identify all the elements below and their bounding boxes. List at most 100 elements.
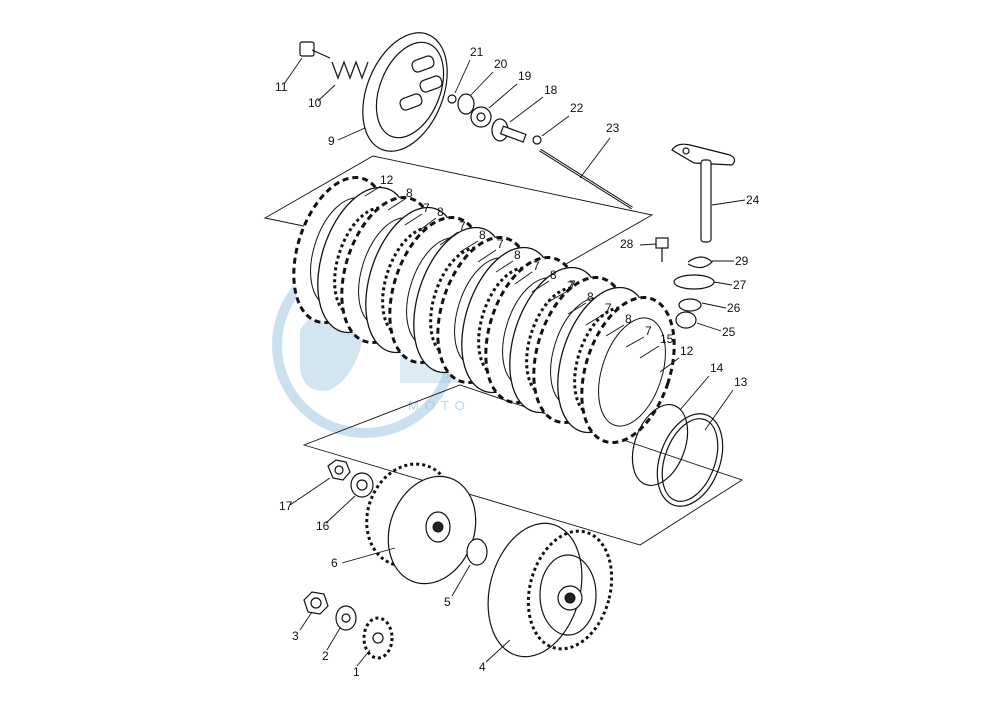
callout-c6: 6 — [331, 547, 396, 570]
clutch-housing-face — [539, 554, 597, 636]
clutch-spring-coil — [331, 60, 369, 80]
callout-label: 8 — [550, 268, 557, 282]
callout-label: 8 — [587, 290, 594, 304]
callout-leader-line — [326, 627, 341, 651]
lever-bolt — [655, 237, 669, 249]
callout-label: 11 — [275, 80, 288, 94]
primary-drive-gear — [362, 616, 394, 660]
callout-leader-line — [341, 547, 396, 564]
callout-c14: 14 — [679, 361, 724, 411]
pressure-plate-body — [362, 32, 448, 152]
callout-leader-line — [387, 198, 406, 211]
callout-label: 14 — [710, 361, 724, 375]
callout-label: 4 — [479, 660, 486, 674]
callout-c4: 4 — [479, 639, 511, 674]
callout-c2: 2 — [322, 627, 341, 663]
callout-label: 20 — [494, 57, 508, 71]
callout-c8f: 8 — [567, 290, 594, 315]
callout-leader-line — [547, 291, 567, 303]
circlip — [447, 94, 457, 104]
callout-leader-line — [317, 84, 336, 102]
callout-leader-line — [459, 240, 479, 253]
callout-c7a: 7 — [404, 201, 430, 226]
callout-label: 27 — [733, 278, 747, 292]
callout-label: 5 — [444, 595, 451, 609]
friction-plate — [580, 295, 676, 445]
push-rod-end-shaft — [499, 125, 527, 143]
callout-leader-line — [541, 115, 570, 137]
callout-label: 24 — [746, 193, 760, 207]
primary-nut — [303, 591, 329, 615]
bearing-inner — [476, 112, 486, 122]
thrust-washer — [466, 538, 488, 566]
callout-c21: 21 — [454, 45, 484, 94]
callout-label: 6 — [331, 556, 338, 570]
primary-nut-hole — [310, 597, 322, 609]
callout-label: 19 — [518, 69, 532, 83]
clutch-spring — [331, 60, 369, 80]
callout-c12b: 12 — [659, 344, 694, 373]
primary-nut-body — [303, 591, 329, 615]
callout-c17: 17 — [279, 477, 331, 513]
callout-label: 7 — [459, 219, 466, 233]
callout-label: 8 — [437, 205, 444, 219]
circlip-ring — [631, 404, 689, 486]
callout-c28: 28 — [620, 237, 657, 251]
callout-label: 12 — [380, 173, 394, 187]
callout-c24: 24 — [711, 193, 760, 207]
lever-spring — [687, 256, 713, 269]
callout-leader-line — [364, 185, 382, 197]
callout-label: 7 — [567, 279, 574, 293]
plate-inner — [598, 317, 666, 427]
callout-leader-line — [495, 260, 514, 273]
cushion-ring — [656, 413, 724, 507]
callout-c9: 9 — [328, 127, 366, 148]
callout-leader-line — [625, 336, 645, 348]
callout-c16: 16 — [316, 495, 356, 533]
pressure-plate-rim — [375, 41, 445, 139]
clutch-bolt-head — [299, 41, 315, 57]
callout-label: 17 — [279, 499, 293, 513]
callout-label: 8 — [514, 248, 521, 262]
lower-stack-frame — [302, 384, 744, 546]
callout-c1: 1 — [353, 649, 371, 679]
push-rod-end — [491, 118, 527, 143]
lever-washer — [678, 298, 702, 312]
callout-label: 7 — [605, 301, 612, 315]
primary-drive-gear-teeth — [362, 616, 394, 660]
callout-c7f: 7 — [585, 301, 612, 326]
callout-leader-line — [325, 495, 356, 524]
callout-leader-line — [439, 231, 459, 246]
callout-leader-line — [451, 564, 471, 597]
pressure-plate-boss — [411, 55, 435, 73]
callout-leader-line — [514, 271, 533, 285]
callout-c8e: 8 — [531, 268, 557, 293]
clutch-nut-body — [327, 459, 351, 481]
callout-label: 26 — [727, 301, 741, 315]
lever-plate — [673, 274, 715, 290]
callout-leader-line — [299, 611, 313, 631]
callout-c23: 23 — [579, 121, 620, 179]
push-lever-arm — [671, 143, 736, 166]
callout-c22: 22 — [541, 101, 584, 137]
callout-leader-line — [567, 302, 587, 315]
callout-label: 10 — [308, 96, 322, 110]
clutch-nut — [327, 459, 351, 481]
callout-label: 16 — [316, 519, 330, 533]
lever-oil-seal — [675, 311, 697, 329]
callout-leader-line — [711, 199, 746, 206]
callout-c8c: 8 — [459, 228, 486, 253]
callout-c7b: 7 — [439, 219, 466, 246]
callout-c8a: 8 — [387, 186, 413, 211]
callout-c3: 3 — [292, 611, 313, 643]
callout-c20: 20 — [469, 57, 508, 97]
push-lever-shaft — [671, 143, 736, 243]
pressure-plate — [362, 32, 448, 152]
clutch-housing — [487, 522, 614, 658]
lock-washer-hole — [356, 479, 368, 491]
callout-leader-line — [639, 345, 660, 359]
callout-c5: 5 — [444, 564, 471, 609]
callout-label: 8 — [406, 186, 413, 200]
callout-c8d: 8 — [495, 248, 521, 273]
